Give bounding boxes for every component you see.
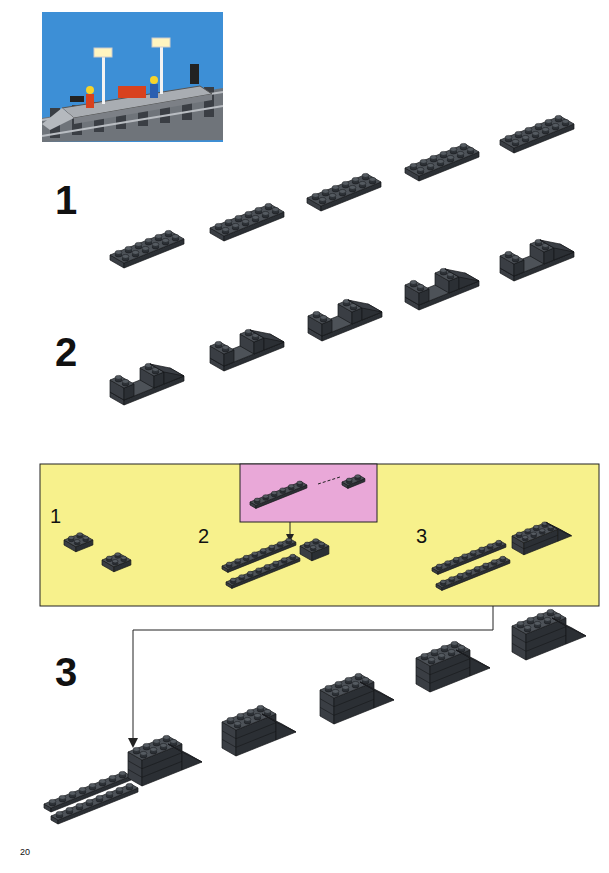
model-photo <box>42 12 223 142</box>
step-2-parts <box>110 239 574 405</box>
sub-assembly-box: 1 2 3 <box>40 464 599 606</box>
step-number: 2 <box>55 332 77 372</box>
sub-step-number: 3 <box>416 526 427 546</box>
step-number: 3 <box>55 652 77 692</box>
sub-step-number: 2 <box>198 526 209 546</box>
sub-assembly-panel <box>40 464 599 606</box>
step-1-parts <box>110 115 574 268</box>
sub-step-number: 1 <box>50 506 61 526</box>
leader-arrow <box>128 606 493 748</box>
step-3-parts <box>44 609 586 824</box>
page-number: 20 <box>20 848 30 857</box>
step-number: 1 <box>55 180 77 220</box>
